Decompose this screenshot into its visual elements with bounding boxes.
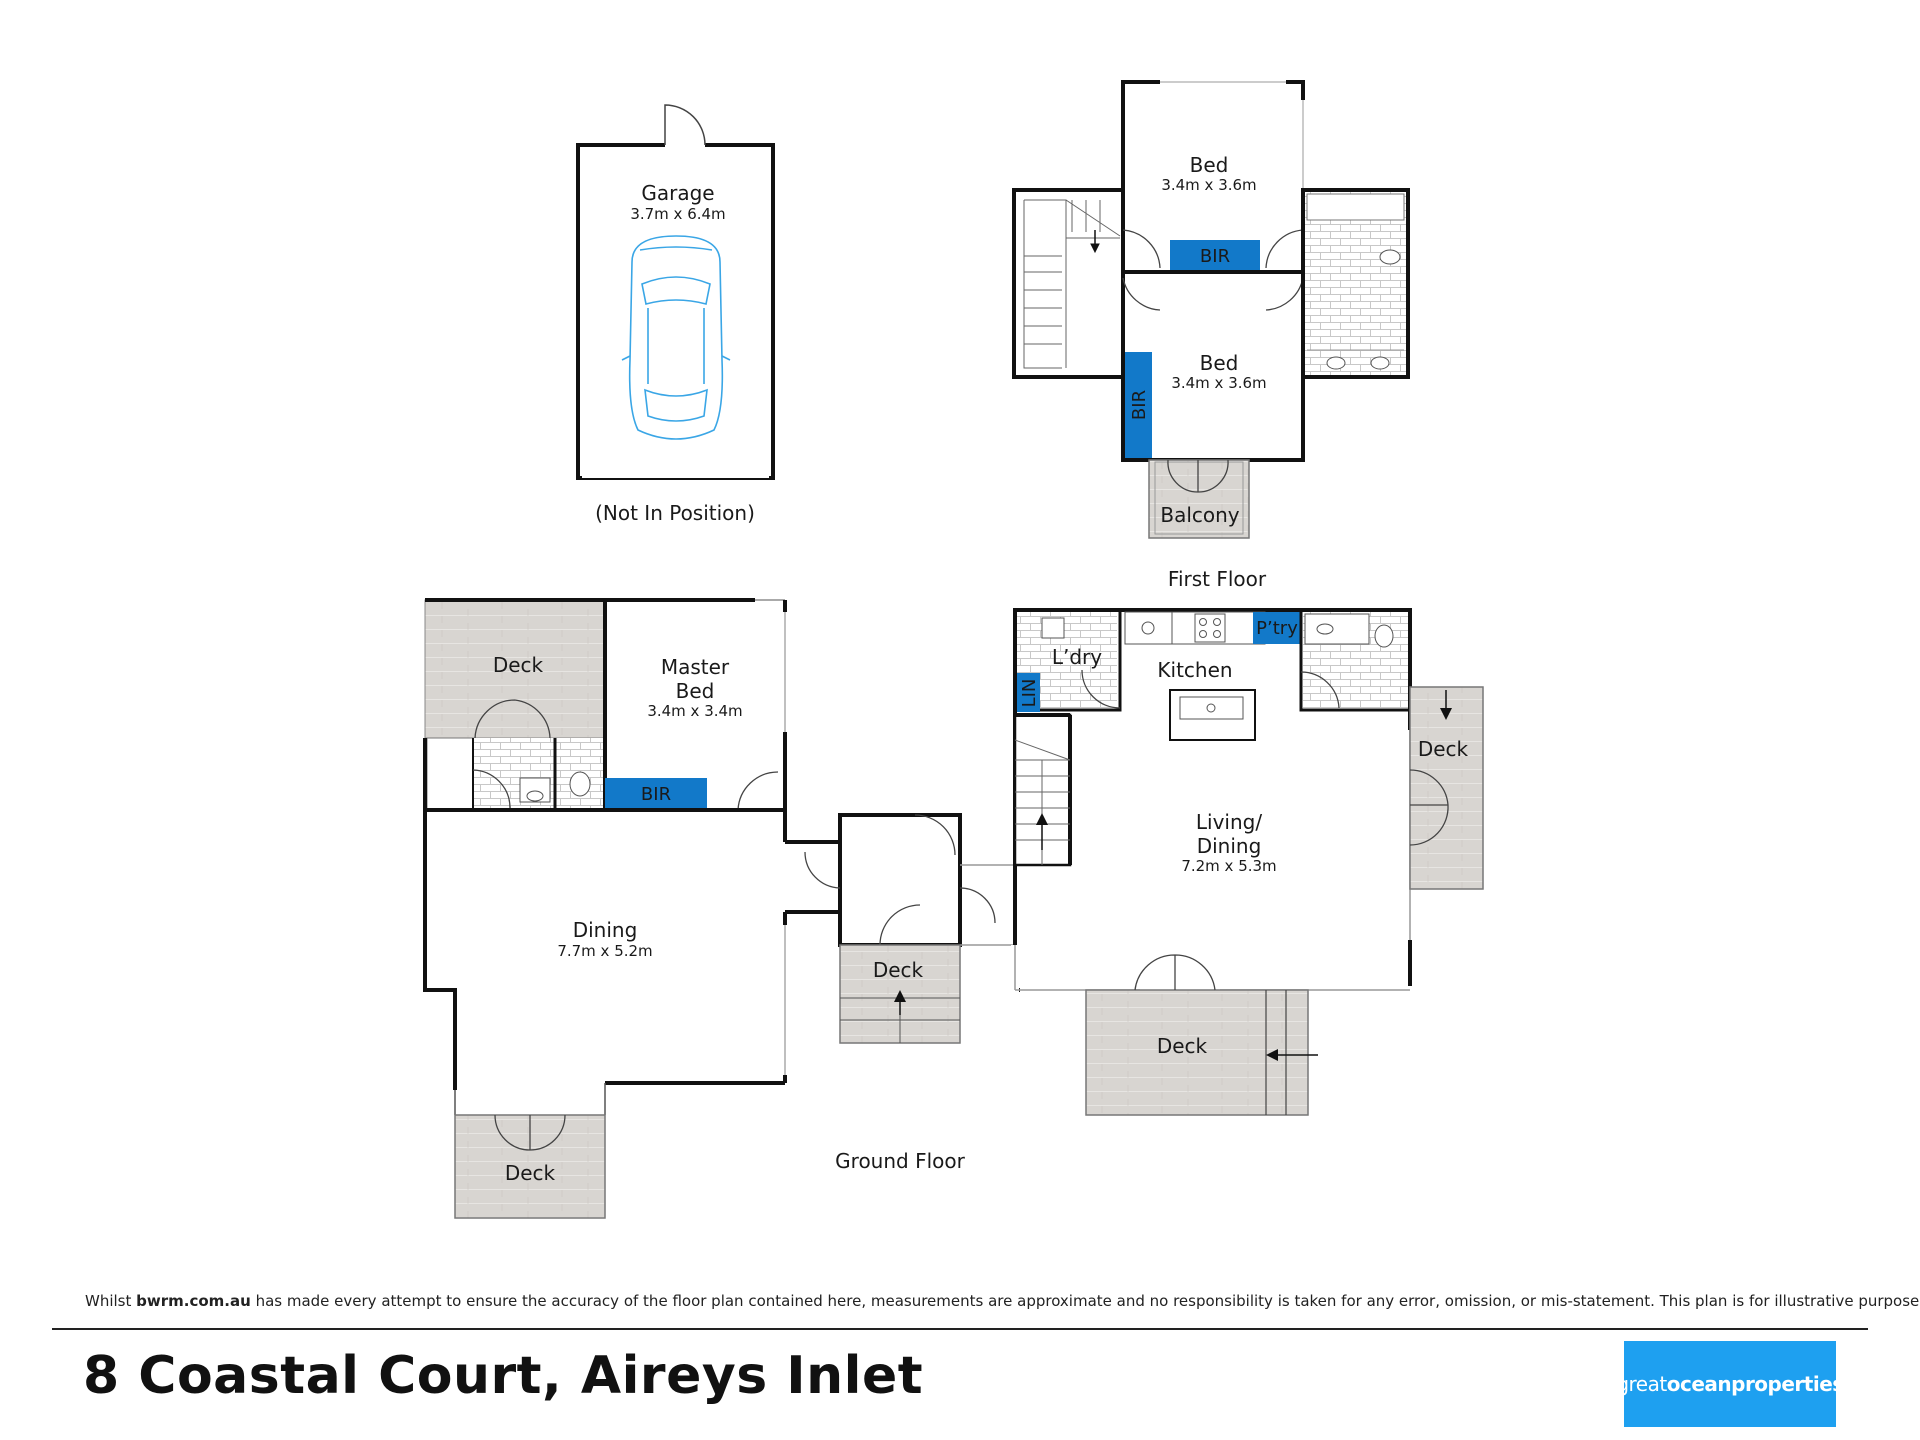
disclaimer-rest: has made every attempt to ensure the acc… (250, 1292, 1920, 1310)
garage-note: (Not In Position) (595, 501, 755, 525)
master-bed-name-1: Master (661, 655, 730, 679)
living-name-2: Dining (1197, 834, 1262, 858)
deck-right-label: Deck (1418, 737, 1469, 761)
garage: Garage 3.7m x 6.4m (Not In Position) (576, 104, 775, 525)
first-bir-1-label: BIR (1200, 246, 1230, 267)
dining-name: Dining (573, 918, 638, 942)
garage-name: Garage (641, 181, 714, 205)
living-dims: 7.2m x 5.3m (1181, 857, 1276, 875)
first-floor-caption: First Floor (1168, 567, 1267, 591)
logo-part-great: great (1616, 1372, 1667, 1396)
disclaimer-site-link[interactable]: bwrm.com.au (136, 1292, 251, 1310)
footer-divider (52, 1328, 1868, 1330)
deck-bottom-left-label: Deck (505, 1161, 556, 1185)
first-bed1-name: Bed (1190, 153, 1229, 177)
first-floor-plan: BIR BIR Bed 3.4m x 3.6m Bed 3.4m x 3.6m … (1012, 78, 1410, 591)
logo-part-ocean: ocean (1666, 1372, 1732, 1396)
master-bed-name-2: Bed (676, 679, 715, 703)
agency-logo-text: greatoceanproperties (1616, 1372, 1844, 1396)
car-icon (621, 235, 731, 440)
garage-dims: 3.7m x 6.4m (630, 205, 725, 223)
dining-dims: 7.7m x 5.2m (557, 942, 652, 960)
deck-top-left-label: Deck (493, 653, 544, 677)
pantry-label: P’try (1256, 618, 1298, 639)
linen-label: LIN (1019, 679, 1040, 708)
disclaimer-prefix: Whilst (85, 1292, 137, 1310)
ground-floor-caption: Ground Floor (835, 1149, 965, 1173)
logo-part-properties: properties (1731, 1372, 1844, 1396)
laundry-label: L’dry (1052, 645, 1102, 669)
first-bed1-dims: 3.4m x 3.6m (1161, 176, 1256, 194)
balcony-label: Balcony (1160, 503, 1239, 527)
ground-floor-left-wing: Deck BIR Master Bed 3.4m x 3.4m Dining 7… (423, 598, 840, 1219)
deck-bottom-label: Deck (1157, 1034, 1208, 1058)
deck-entry-label: Deck (873, 958, 924, 982)
ground-floor-right-wing: L’dry LIN P’try Kitchen (1011, 608, 1484, 1116)
first-bir-2-label: BIR (1129, 390, 1150, 420)
master-bir-label: BIR (641, 784, 671, 805)
disclaimer: Whilst bwrm.com.au has made every attemp… (85, 1292, 1920, 1310)
first-bed2-name: Bed (1200, 351, 1239, 375)
living-name-1: Living/ (1196, 810, 1262, 834)
property-address: 8 Coastal Court, Aireys Inlet (83, 1346, 924, 1406)
kitchen-label: Kitchen (1157, 658, 1232, 682)
master-bed-dims: 3.4m x 3.4m (647, 702, 742, 720)
agency-logo[interactable]: greatoceanproperties (1616, 1341, 1844, 1427)
entry: Deck (804, 813, 1015, 1044)
first-bed2-dims: 3.4m x 3.6m (1171, 374, 1266, 392)
